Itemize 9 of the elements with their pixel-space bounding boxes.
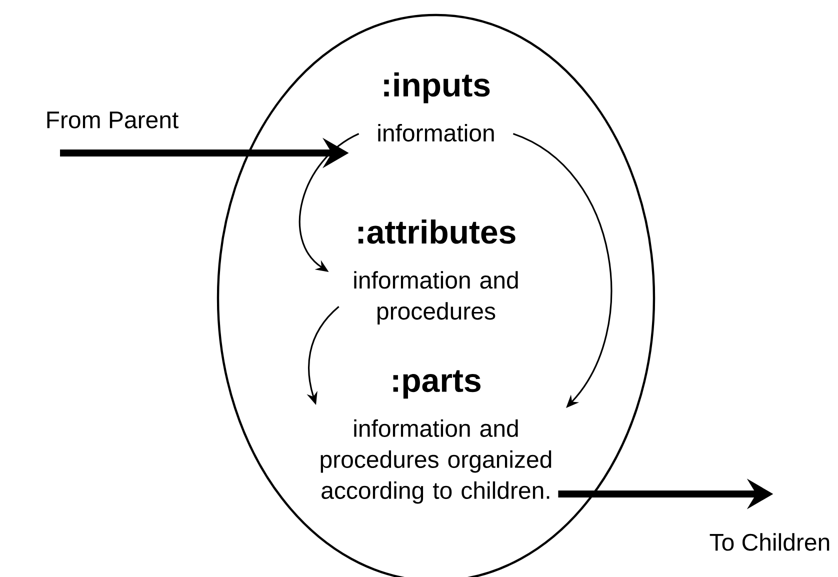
curved-arrow: [299, 133, 360, 272]
section-heading: :parts: [393, 370, 480, 399]
description: information: [378, 124, 494, 142]
edge-label: To Children: [710, 533, 830, 551]
description: information and procedures organized according to children.: [320, 419, 552, 504]
section-heading: :attributes: [358, 220, 516, 244]
edge-label: From Parent: [47, 112, 178, 128]
description: information and procedures: [354, 271, 518, 324]
section-heading: :inputs: [384, 72, 490, 104]
